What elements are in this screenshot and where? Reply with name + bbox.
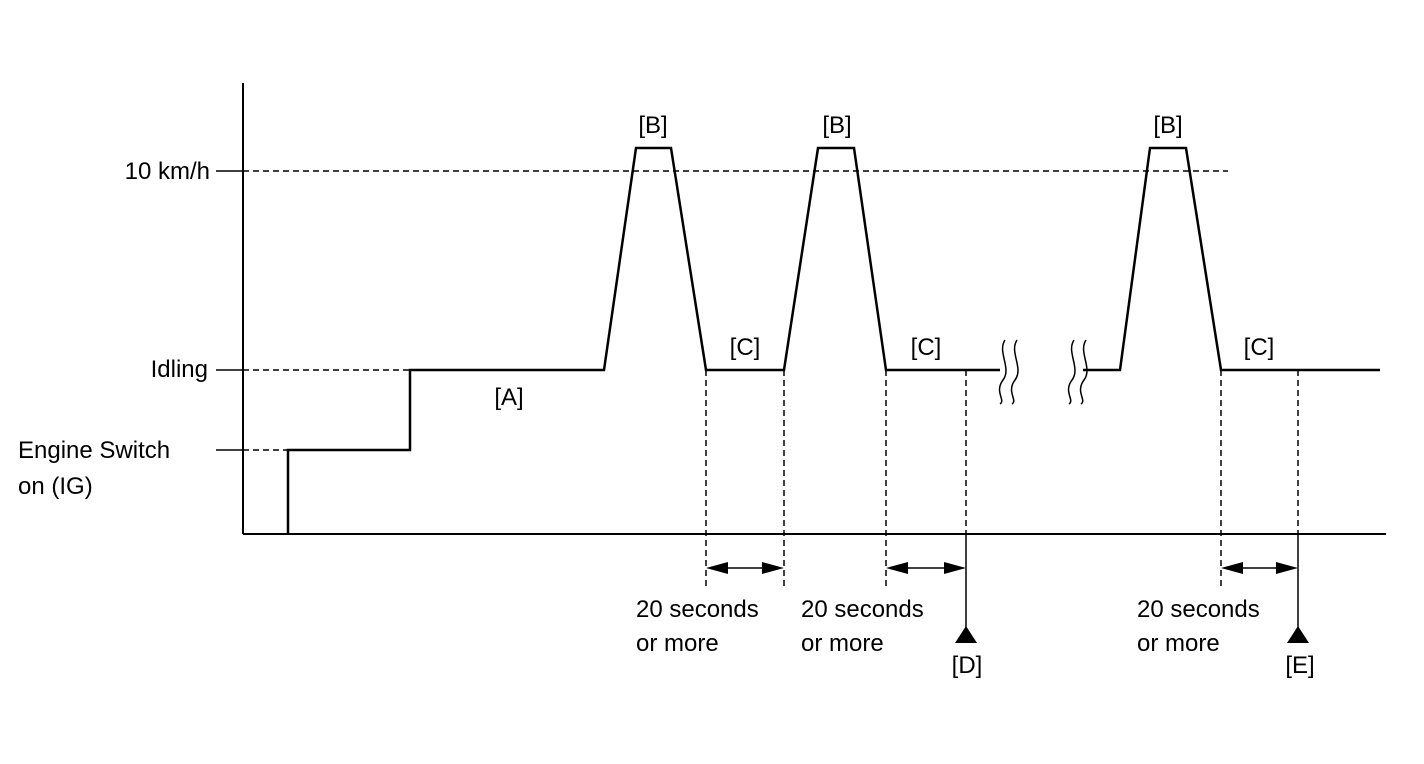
e-triangle-marker xyxy=(1287,626,1309,643)
idling-level-label: Idling xyxy=(151,356,208,383)
break-marks xyxy=(998,339,1088,405)
duration-label-3-line2: or more xyxy=(1137,630,1220,657)
speed-profile-part2 xyxy=(1083,146,1380,372)
speed-profile-part1 xyxy=(286,146,1000,534)
engine-switch-label-line1: Engine Switch xyxy=(18,437,170,464)
duration-label-2-line2: or more xyxy=(801,630,884,657)
duration-label-1-line2: or more xyxy=(636,630,719,657)
phase-c-label-2: [C] xyxy=(911,334,942,361)
duration-arrow-1 xyxy=(706,562,784,574)
d-triangle-marker xyxy=(955,626,977,643)
duration-label-1-line1: 20 seconds xyxy=(636,596,759,623)
phase-b-label-3: [B] xyxy=(1153,112,1182,139)
phase-c-label-3: [C] xyxy=(1244,334,1275,361)
phase-a-label: [A] xyxy=(494,384,523,411)
phase-b-label-1: [B] xyxy=(638,112,667,139)
phase-e-label: [E] xyxy=(1285,652,1314,679)
duration-arrow-2 xyxy=(886,562,966,574)
engine-switch-label-line2: on (IG) xyxy=(18,473,93,500)
duration-label-3-line1: 20 seconds xyxy=(1137,596,1260,623)
duration-arrow-3 xyxy=(1221,562,1298,574)
duration-label-2-line1: 20 seconds xyxy=(801,596,924,623)
phase-b-label-2: [B] xyxy=(822,112,851,139)
phase-d-label: [D] xyxy=(952,652,983,679)
speed-level-label: 10 km/h xyxy=(125,158,210,185)
phase-c-label-1: [C] xyxy=(730,334,761,361)
